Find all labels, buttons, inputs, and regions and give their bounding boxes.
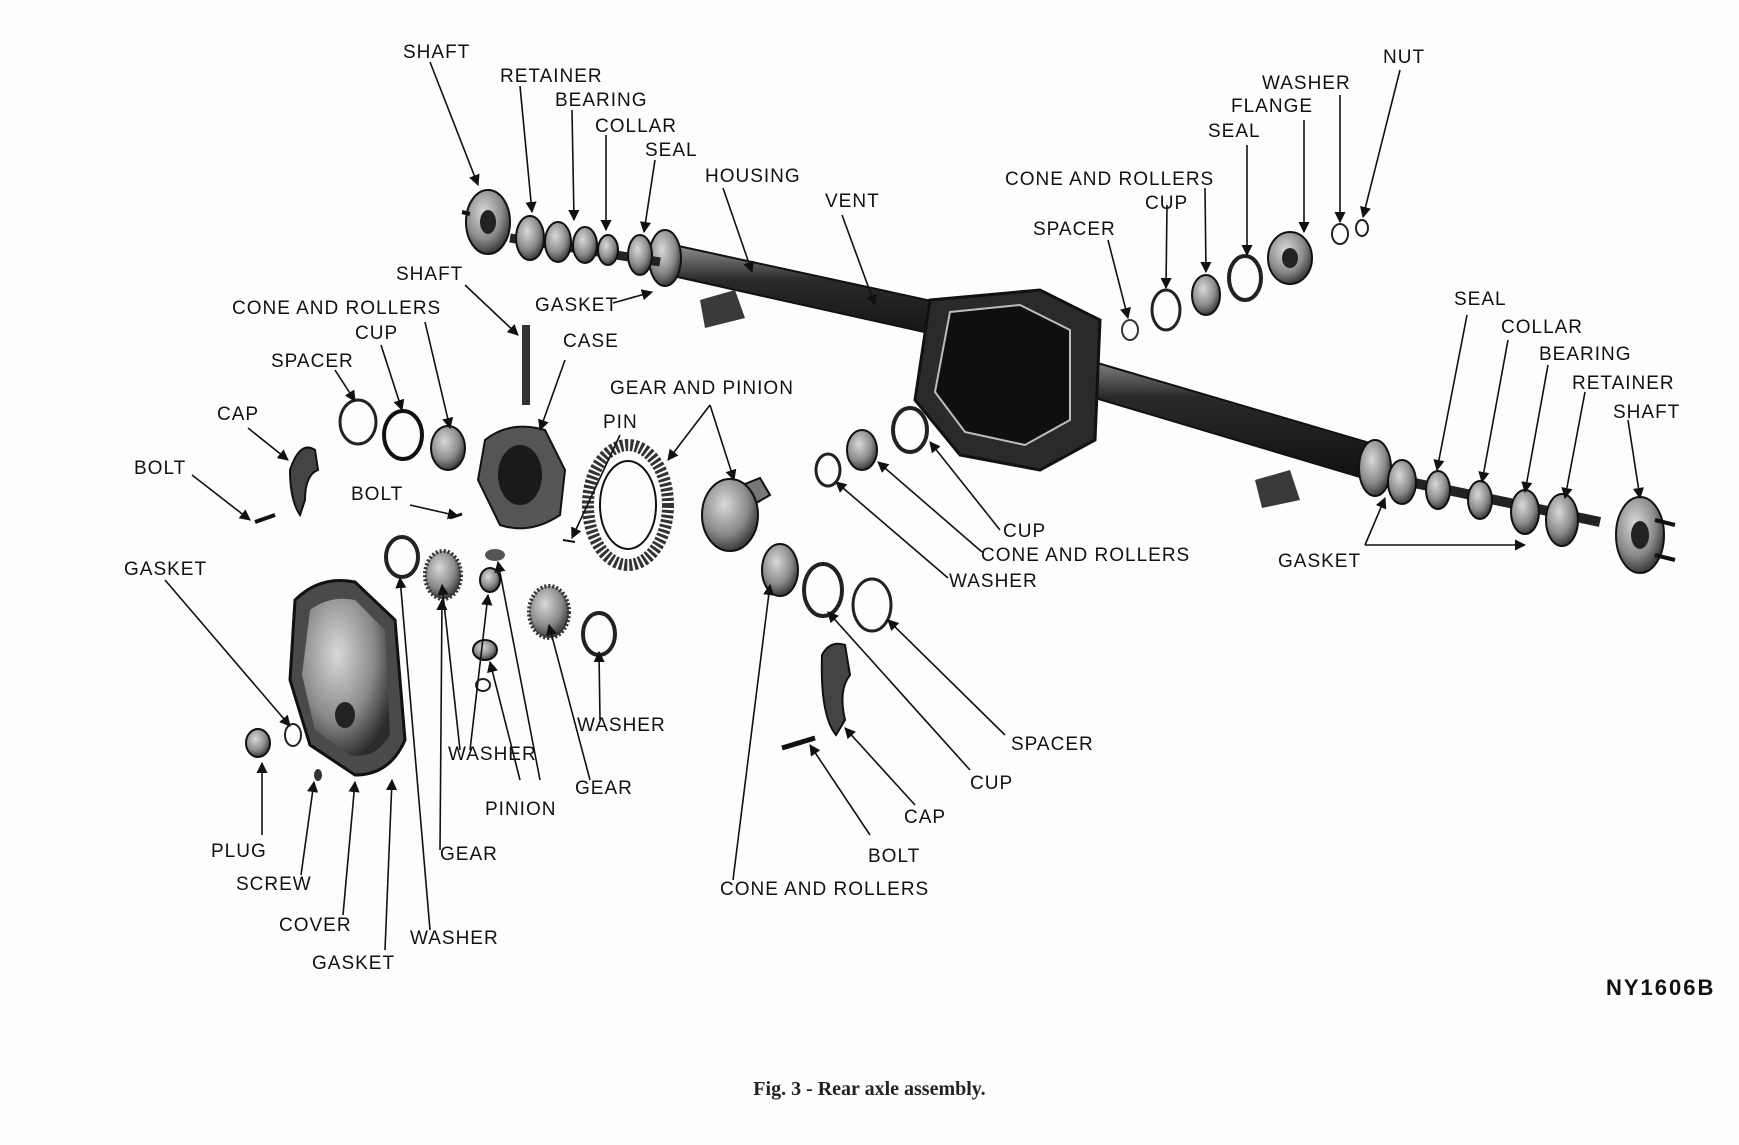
label-cone-rollers-bottom: CONE AND ROLLERS (720, 879, 930, 900)
label-gear-and-pinion: GEAR AND PINION (610, 378, 794, 399)
right-shaft-assembly (1387, 459, 1676, 574)
figure-code: NY1606B (1606, 975, 1716, 1000)
label-cup-right: CUP (1003, 521, 1047, 542)
left-shaft-assembly (461, 189, 661, 276)
axle-housing (648, 229, 1392, 508)
label-washer-mid: WASHER (448, 744, 537, 765)
figure-caption: Fig. 3 - Rear axle assembly. (753, 1078, 986, 1100)
label-screw: SCREW (236, 874, 312, 895)
label-gasket-lower: GASKET (312, 953, 396, 974)
label-shaft-right: SHAFT (1613, 402, 1681, 423)
label-cup-carrier: CUP (355, 323, 399, 344)
cover-parts (245, 535, 617, 781)
label-housing: HOUSING (705, 166, 801, 187)
label-cover: COVER (279, 915, 352, 936)
lower-right-parts (761, 543, 893, 751)
label-gasket-left: GASKET (535, 295, 619, 316)
label-spacer-carrier: SPACER (271, 351, 354, 372)
label-spacer-lower-right: SPACER (1011, 734, 1094, 755)
label-collar-right: COLLAR (1501, 317, 1584, 338)
label-bolt-left: BOLT (134, 458, 187, 479)
label-vent: VENT (825, 191, 880, 212)
label-bearing-right: BEARING (1539, 344, 1632, 365)
label-flange: FLANGE (1231, 96, 1314, 117)
label-pin: PIN (603, 412, 638, 433)
label-gasket-cover: GASKET (124, 559, 208, 580)
label-retainer-right: RETAINER (1572, 373, 1675, 394)
label-cap-left: CAP (217, 404, 260, 425)
label-seal-left: SEAL (645, 140, 698, 161)
label-gear-lower: GEAR (440, 844, 498, 865)
label-cone-rollers-carrier: CONE AND ROLLERS (232, 298, 442, 319)
label-cone-rollers-right: CONE AND ROLLERS (981, 545, 1191, 566)
label-seal-right: SEAL (1454, 289, 1507, 310)
label-cup-lower-right: CUP (970, 773, 1014, 794)
label-plug: PLUG (211, 841, 267, 862)
label-bolt-mid: BOLT (351, 484, 404, 505)
label-cone-rollers-top: CONE AND ROLLERS (1005, 169, 1215, 190)
label-gasket-right: GASKET (1278, 551, 1362, 572)
label-bolt-right: BOLT (868, 846, 921, 867)
label-cap-right: CAP (904, 807, 947, 828)
differential-parts (254, 325, 929, 571)
label-shaft-left: SHAFT (403, 42, 471, 63)
label-washer-right: WASHER (949, 571, 1038, 592)
label-cup-top: CUP (1145, 193, 1189, 214)
label-seal-top: SEAL (1208, 121, 1261, 142)
label-shaft-pin: SHAFT (396, 264, 464, 285)
label-spacer-top: SPACER (1033, 219, 1116, 240)
leader-lines (164, 61, 1645, 951)
label-gear-side: GEAR (575, 778, 633, 799)
label-washer-top: WASHER (1262, 73, 1351, 94)
label-washer-side: WASHER (577, 715, 666, 736)
label-bearing-left: BEARING (555, 90, 648, 111)
label-nut: NUT (1383, 47, 1426, 68)
label-washer-lower: WASHER (410, 928, 499, 949)
label-case: CASE (563, 331, 619, 352)
label-collar-left: COLLAR (595, 116, 678, 137)
label-retainer-left: RETAINER (500, 66, 603, 87)
pinion-flange-parts (1121, 219, 1369, 341)
label-pinion: PINION (485, 799, 557, 820)
